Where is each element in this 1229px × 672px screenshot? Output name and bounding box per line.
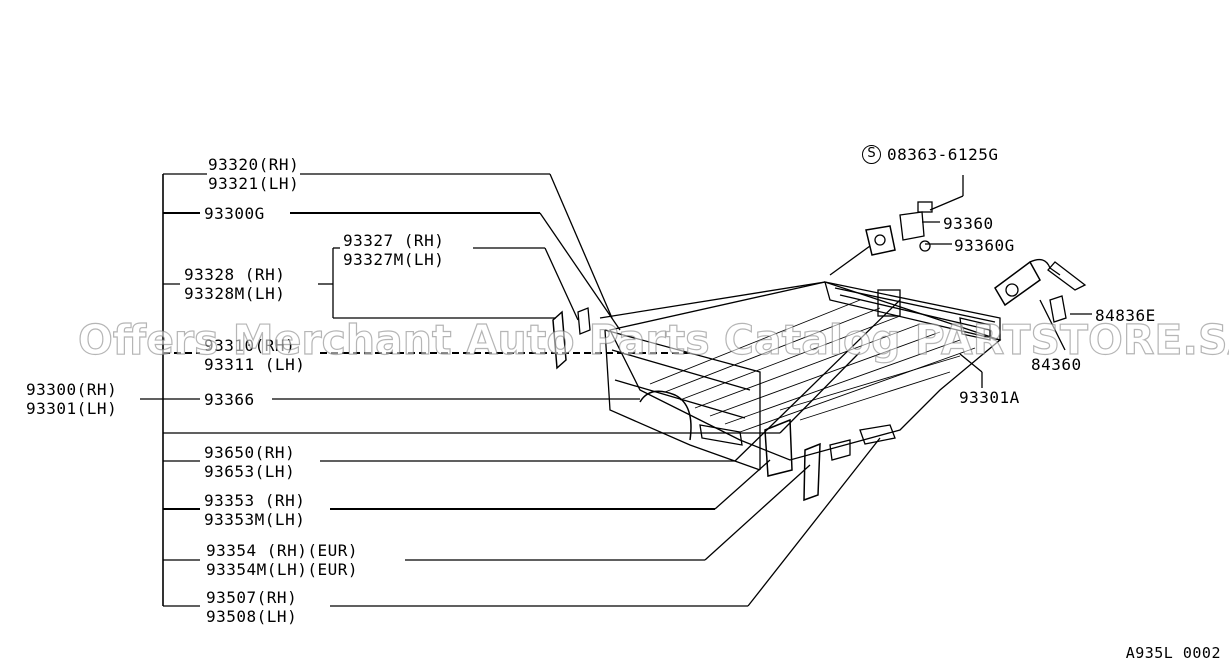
label-84360: 84360 bbox=[1030, 355, 1083, 374]
label-93301: 93301(LH) bbox=[25, 399, 119, 418]
label-93321: 93321(LH) bbox=[207, 174, 301, 193]
label-93360g: 93360G bbox=[953, 236, 1016, 255]
label-08363: 08363-6125G bbox=[886, 145, 1000, 164]
label-93354: 93354 (RH)(EUR) bbox=[205, 541, 359, 560]
label-93301a: 93301A bbox=[958, 388, 1021, 407]
label-93310: 93310(RH) bbox=[203, 336, 297, 355]
label-93311: 93311 (LH) bbox=[203, 355, 307, 374]
label-93507: 93507(RH) bbox=[205, 588, 299, 607]
label-93366: 93366 bbox=[203, 390, 256, 409]
label-93327m: 93327M(LH) bbox=[342, 250, 446, 269]
label-93327: 93327 (RH) bbox=[342, 231, 446, 250]
label-93653: 93653(LH) bbox=[203, 462, 297, 481]
label-93300: 93300(RH) bbox=[25, 380, 119, 399]
label-93328: 93328 (RH) bbox=[183, 265, 287, 284]
label-93300g: 93300G bbox=[203, 204, 266, 223]
label-93360: 93360 bbox=[942, 214, 995, 233]
label-93650: 93650(RH) bbox=[203, 443, 297, 462]
label-84836e: 84836E bbox=[1094, 306, 1157, 325]
label-93353: 93353 (RH) bbox=[203, 491, 307, 510]
diagram-code: A935L 0002 bbox=[1125, 644, 1221, 662]
label-93328m: 93328M(LH) bbox=[183, 284, 287, 303]
label-93508: 93508(LH) bbox=[205, 607, 299, 626]
s-circle-icon: S bbox=[862, 145, 881, 164]
label-93354m: 93354M(LH)(EUR) bbox=[205, 560, 359, 579]
label-93353m: 93353M(LH) bbox=[203, 510, 307, 529]
label-93320: 93320(RH) bbox=[207, 155, 301, 174]
